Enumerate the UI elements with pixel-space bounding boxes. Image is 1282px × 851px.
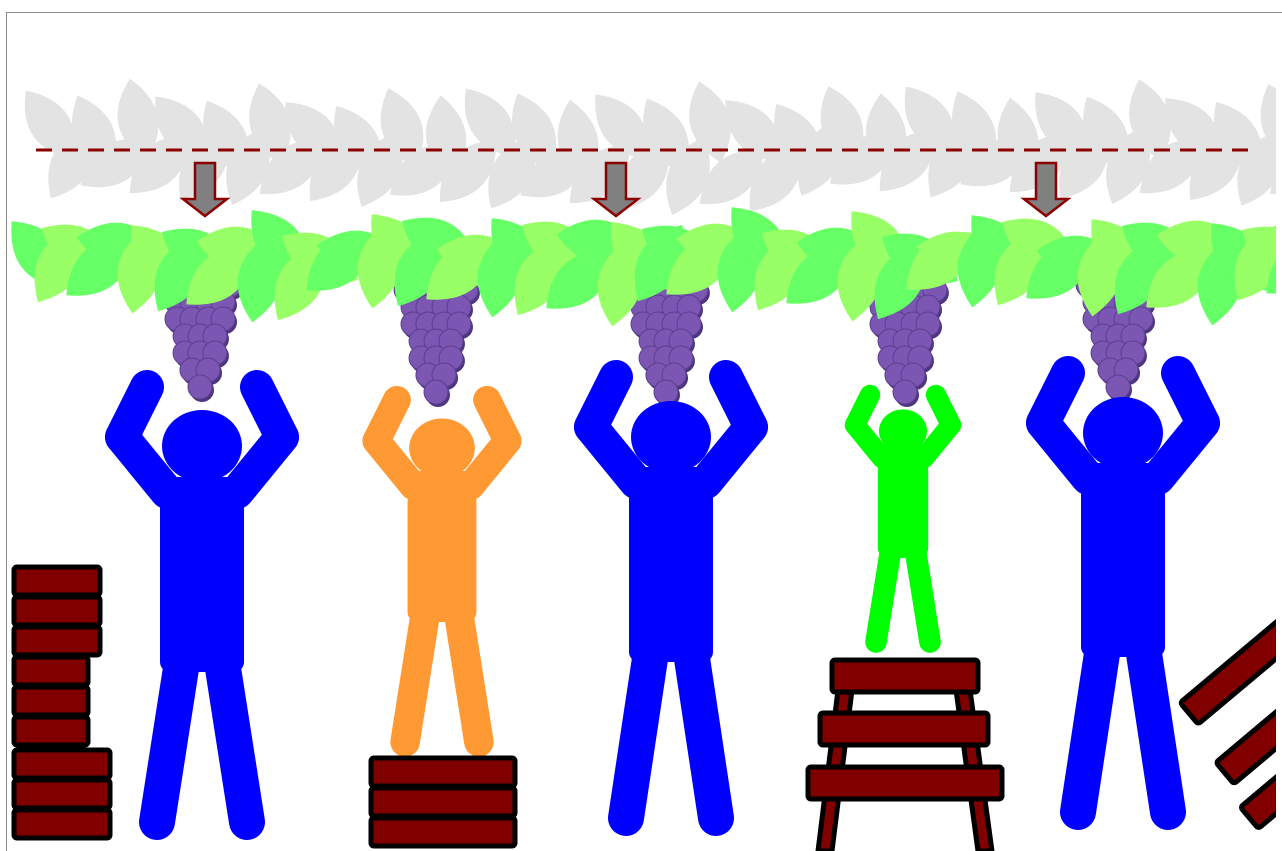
workers [122, 373, 1203, 822]
right-forearm [257, 387, 282, 437]
right-forearm [1178, 373, 1203, 423]
right-leg [915, 548, 930, 642]
brick [14, 780, 110, 808]
person-5 [1043, 373, 1203, 812]
left-forearm [122, 387, 147, 437]
brick [14, 627, 100, 655]
torso [408, 471, 477, 622]
grape [893, 380, 917, 404]
box-plank [371, 788, 515, 816]
step-stand [808, 660, 1002, 851]
right-leg [458, 612, 479, 742]
person-2 [376, 400, 507, 742]
person-1 [122, 387, 282, 822]
brick [14, 597, 100, 625]
right-forearm [936, 395, 951, 425]
brick [14, 810, 110, 838]
head [631, 401, 711, 473]
grape [188, 375, 212, 399]
right-leg [691, 652, 716, 818]
torso [1081, 463, 1165, 657]
left-leg [1078, 647, 1103, 812]
box-plank [371, 818, 515, 846]
right-forearm [487, 400, 508, 441]
brick [14, 687, 88, 715]
left-leg [157, 662, 182, 822]
person-3 [591, 377, 751, 818]
right-leg [222, 662, 247, 822]
head [409, 418, 475, 477]
box-plank [371, 758, 515, 786]
head [1083, 397, 1163, 469]
right-leg [1143, 647, 1168, 812]
brick [14, 750, 110, 778]
brick [1180, 619, 1282, 724]
torso [160, 477, 244, 672]
brick-pile-right [1180, 619, 1282, 828]
stand-step-top [832, 660, 978, 692]
left-leg [405, 612, 426, 742]
grape [654, 380, 678, 404]
brick [14, 567, 100, 595]
right-forearm [726, 377, 751, 427]
stand-step-middle [820, 713, 988, 745]
torso [878, 443, 928, 558]
wooden-box [371, 758, 515, 846]
left-forearm [376, 400, 397, 441]
left-forearm [591, 377, 616, 427]
torso [629, 467, 713, 662]
left-leg [876, 548, 891, 642]
brick [14, 657, 88, 685]
grape [424, 380, 448, 404]
person-4 [855, 395, 951, 642]
brick-stack-left [14, 567, 110, 838]
left-forearm [1043, 373, 1068, 423]
brick [1216, 692, 1282, 784]
left-forearm [855, 395, 870, 425]
left-leg [626, 652, 651, 818]
head [162, 410, 242, 482]
stand-step-bottom [808, 767, 1002, 799]
grape [1106, 375, 1130, 399]
head [879, 409, 927, 452]
brick [14, 717, 88, 745]
